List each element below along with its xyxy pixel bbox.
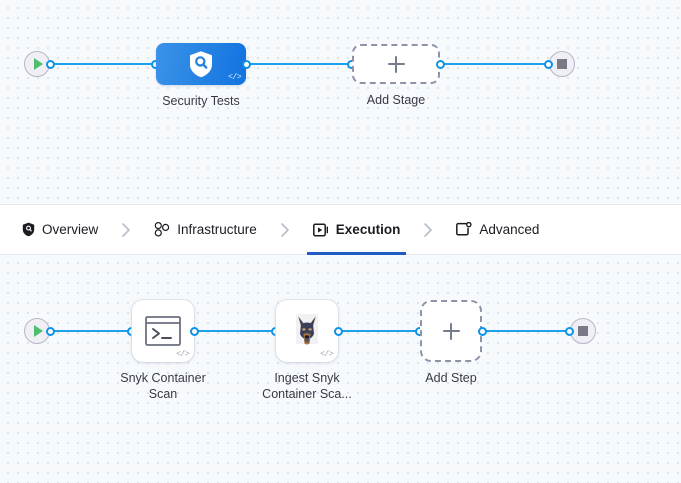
pipeline-stages-canvas[interactable]: </> Security Tests Add Stage: [0, 0, 681, 204]
add-stage-label: Add Stage: [366, 93, 426, 107]
connector-start-to-snyk-container-scan: [46, 326, 136, 336]
stage-label-security-tests: Security Tests: [162, 94, 240, 108]
tab-infrastructure[interactable]: Infrastructure: [148, 205, 263, 254]
add-stage-node[interactable]: Add Stage: [352, 44, 440, 107]
tab-label-overview: Overview: [42, 222, 99, 237]
play-icon: [34, 325, 43, 337]
code-badge: </>: [228, 73, 241, 82]
connector-start-to-security-tests: [46, 59, 160, 69]
tab-label-execution: Execution: [335, 222, 401, 237]
tab-advanced[interactable]: Advanced: [450, 205, 545, 254]
code-badge: </>: [320, 350, 333, 359]
add-stage-button[interactable]: [352, 44, 440, 84]
tab-label-advanced: Advanced: [479, 222, 540, 237]
plus-icon: [442, 322, 460, 340]
tab-separator-3: [406, 205, 450, 254]
step-node-ingest-snyk-container-scan[interactable]: </> Ingest Snyk Container Sca...: [262, 300, 352, 401]
stages-start-node[interactable]: [24, 51, 50, 77]
connector-add-stage-to-end: [436, 59, 553, 69]
chevron-right-icon: [122, 222, 131, 237]
steps-start-node[interactable]: [24, 318, 50, 344]
connector-security-tests-to-add-stage: [242, 59, 356, 69]
stage-config-tabbar: Overview Infrastructure: [0, 204, 681, 255]
stage-node-security-tests[interactable]: </> Security Tests: [156, 43, 246, 108]
step-label-snyk-container-scan: Snyk Container Scan: [120, 371, 206, 401]
tab-execution[interactable]: Execution: [306, 205, 407, 255]
pipeline-steps-canvas[interactable]: </> Snyk Container Scan: [0, 255, 681, 483]
shield-search-icon: [190, 51, 212, 78]
step-node-body[interactable]: </>: [132, 300, 194, 362]
tab-separator-1: [104, 205, 148, 254]
step-node-body[interactable]: </>: [276, 300, 338, 362]
tab-label-infrastructure: Infrastructure: [177, 222, 257, 237]
connector-ingest-to-add-step: [334, 326, 424, 336]
box-gear-icon: [456, 222, 472, 237]
shield-icon: [22, 222, 35, 237]
nodes-cluster-icon: [154, 222, 170, 237]
step-label-ingest-snyk-container-scan: Ingest Snyk Container Sca...: [262, 371, 352, 401]
plus-icon: [387, 55, 405, 73]
connector-add-step-to-end: [478, 326, 574, 336]
play-box-icon: [312, 223, 329, 237]
step-node-snyk-container-scan[interactable]: </> Snyk Container Scan: [120, 300, 206, 401]
tab-separator-2: [263, 205, 307, 254]
connector-snyk-scan-to-ingest: [190, 326, 280, 336]
add-step-node[interactable]: Add Step: [420, 300, 482, 385]
tab-overview[interactable]: Overview: [16, 205, 104, 254]
play-icon: [34, 58, 43, 70]
add-step-label: Add Step: [425, 371, 477, 385]
terminal-icon: [145, 316, 181, 346]
chevron-right-icon: [424, 222, 433, 237]
stop-icon: [578, 326, 588, 336]
stage-node-body[interactable]: </>: [156, 43, 246, 85]
chevron-right-icon: [280, 222, 289, 237]
code-badge: </>: [176, 350, 189, 359]
doberman-icon: [296, 314, 318, 345]
add-step-button[interactable]: [420, 300, 482, 362]
stop-icon: [557, 59, 567, 69]
